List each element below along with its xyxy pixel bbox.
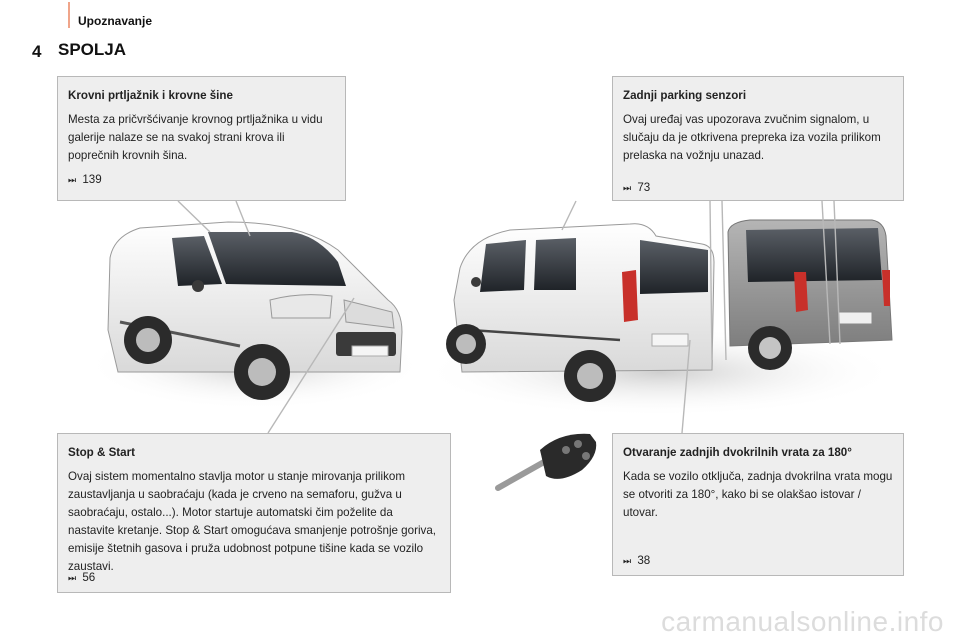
- front-van: [107, 221, 403, 400]
- section-title: SPOLJA: [58, 40, 127, 59]
- rear-doors-page-number: 38: [637, 554, 651, 567]
- rear-doors-title: Otvaranje zadnjih dvokrilnih vrata za 18…: [623, 446, 852, 459]
- parking-sensors-page-number: 73: [637, 181, 651, 194]
- rear-doors-text: Kada se vozilo otključa, zadnja dvokriln…: [623, 470, 893, 519]
- page-ref-arrow-icon: ⏭: [68, 175, 77, 185]
- stop-start-text: Ovaj sistem momentalno stavlja motor u s…: [68, 470, 436, 573]
- grey-van: [727, 219, 893, 370]
- parking-sensors-page-ref[interactable]: ⏭ 73: [623, 179, 650, 197]
- section-number: 4: [32, 42, 42, 61]
- rear-doors-info-box: Otvaranje zadnjih dvokrilnih vrata za 18…: [612, 433, 904, 576]
- page-ref-arrow-icon: ⏭: [68, 573, 77, 583]
- pointer-lines: [177, 200, 841, 434]
- roof-rack-text: Mesta za pričvršćivanje krovnog prtljažn…: [68, 113, 323, 162]
- roof-rack-page-ref[interactable]: ⏭ 139: [68, 171, 102, 189]
- rear-white-van: [446, 223, 715, 402]
- roof-rack-page-number: 139: [82, 173, 102, 186]
- page-ref-arrow-icon: ⏭: [623, 183, 632, 193]
- page-header-title: Upoznavanje: [78, 14, 153, 28]
- stop-start-page-ref[interactable]: ⏭ 56: [68, 569, 95, 587]
- stop-start-title: Stop & Start: [68, 446, 135, 459]
- key-fob-illustration: [495, 433, 597, 491]
- rear-doors-page-ref[interactable]: ⏭ 38: [623, 552, 650, 570]
- stop-start-page-number: 56: [82, 571, 96, 584]
- parking-sensors-title: Zadnji parking senzori: [623, 89, 747, 102]
- roof-rack-title: Krovni prtljažnik i krovne šine: [68, 89, 233, 102]
- page-ref-arrow-icon: ⏭: [623, 556, 632, 566]
- parking-sensors-info-box: Zadnji parking senzori Ovaj uređaj vas u…: [612, 76, 904, 201]
- roof-rack-info-box: Krovni prtljažnik i krovne šine Mesta za…: [57, 76, 346, 201]
- parking-sensors-text: Ovaj uređaj vas upozorava zvučnim signal…: [623, 113, 881, 162]
- header-accent-bar: [68, 2, 70, 28]
- watermark: carmanualsonline.info: [661, 606, 944, 637]
- stop-start-info-box: Stop & Start Ovaj sistem momentalno stav…: [57, 433, 451, 593]
